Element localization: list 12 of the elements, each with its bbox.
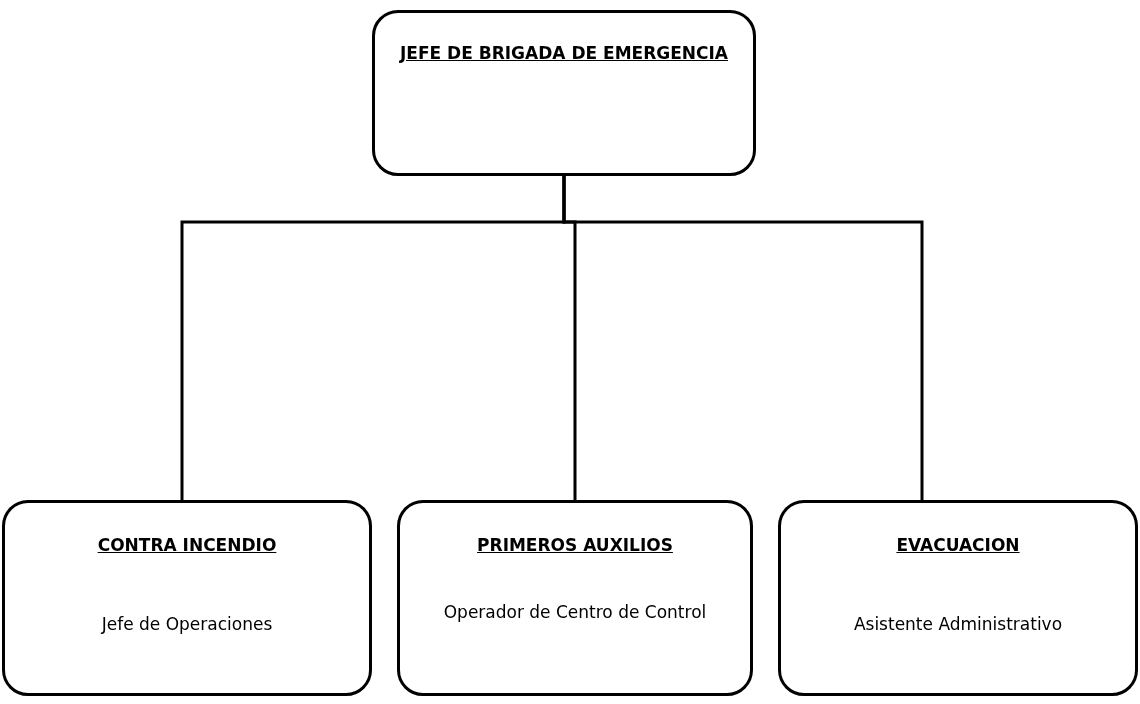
team-box: [778, 500, 1138, 696]
connector-line: [562, 176, 924, 500]
box-heading: JEFE DE BRIGADA DE EMERGENCIA: [398, 42, 729, 65]
box-heading: PRIMEROS AUXILIOS: [476, 534, 674, 557]
team-box: [397, 500, 753, 696]
chief-box: [372, 10, 756, 176]
team-box: [2, 500, 372, 696]
box-heading: CONTRA INCENDIO: [96, 534, 278, 557]
role-text: Jefe de Operaciones: [100, 613, 274, 636]
role-text: Asistente Administrativo: [852, 613, 1064, 636]
box-heading: EVACUACION: [895, 534, 1021, 557]
role-text: Operador de Centro de Control: [442, 601, 708, 624]
